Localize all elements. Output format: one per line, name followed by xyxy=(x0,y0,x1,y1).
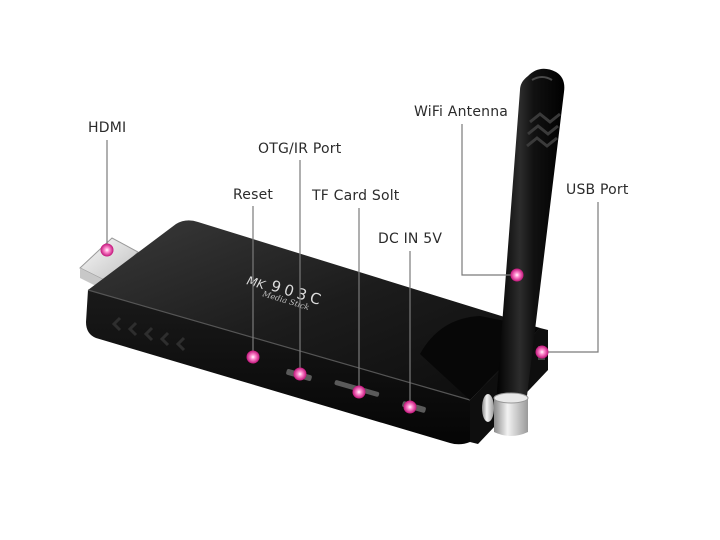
marker-usb xyxy=(535,345,549,359)
marker-dc xyxy=(403,400,417,414)
vent-chevrons xyxy=(111,316,186,352)
wifi-antenna xyxy=(482,68,565,436)
callout-reset: Reset xyxy=(233,187,274,203)
callout-otg-ir-port: OTG/IR Port xyxy=(258,141,342,157)
callout-usb-port: USB Port xyxy=(566,182,629,198)
callout-markers xyxy=(100,243,549,414)
marker-otg xyxy=(293,367,307,381)
marker-hdmi xyxy=(100,243,114,257)
leader-lines xyxy=(106,124,599,407)
callout-dc-in: DC IN 5V xyxy=(378,231,443,247)
marker-tf xyxy=(352,385,366,399)
leader-usb xyxy=(542,202,599,353)
media-stick-body: MK 903C Media Stick xyxy=(86,220,548,445)
leader-wifi xyxy=(461,124,517,276)
brand-mark: MK xyxy=(245,273,268,292)
callout-hdmi: HDMI xyxy=(88,120,127,136)
marker-wifi xyxy=(510,268,524,282)
callout-tf-card-slot: TF Card Solt xyxy=(312,188,400,204)
marker-reset xyxy=(246,350,260,364)
callout-wifi-antenna: WiFi Antenna xyxy=(414,104,509,120)
